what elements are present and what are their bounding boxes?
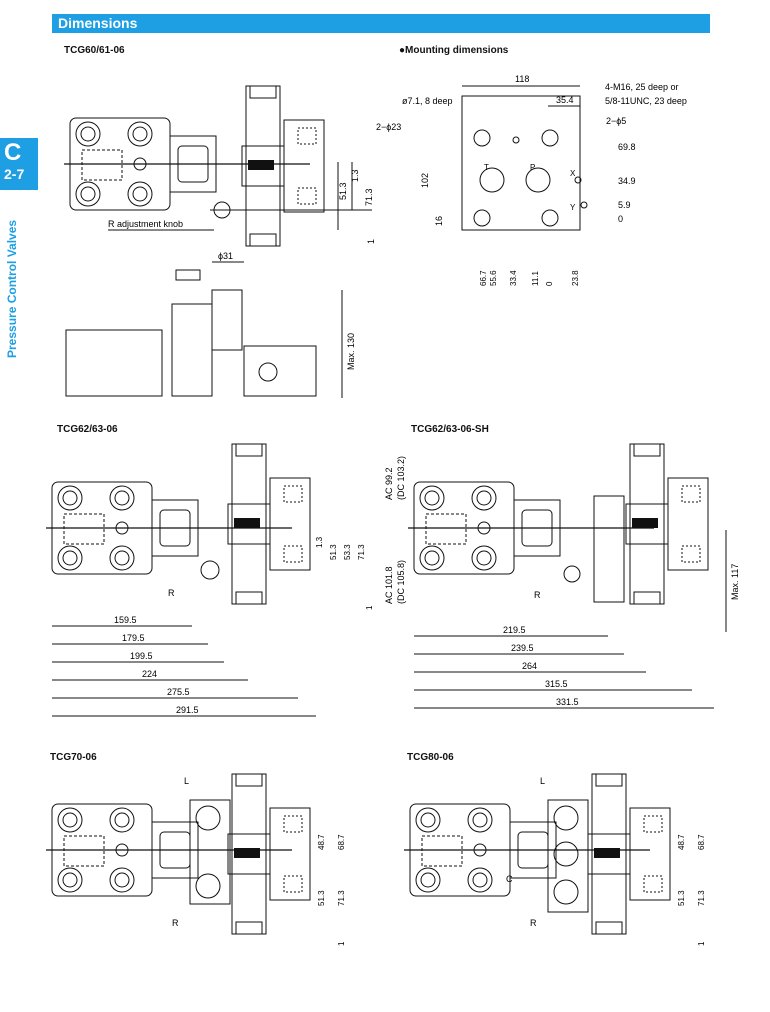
- tcg60-dim-3: 71.3: [364, 188, 374, 206]
- diagram-tcg80: L C R 48.7 68.7 51.3 71.3 1: [403, 773, 706, 946]
- section-header: Dimensions: [52, 14, 710, 33]
- mnt-hole23: 2−ϕ23: [376, 122, 401, 132]
- title-tcg60: TCG60/61-06: [64, 45, 125, 56]
- width-dim-label: 315.5: [545, 679, 568, 689]
- mnt-x0: 0: [545, 281, 554, 286]
- mnt-port-y: Y: [570, 203, 576, 212]
- tcg62-d4: 71.3: [357, 544, 366, 560]
- mnt-h16: 16: [434, 216, 444, 226]
- tcg70-d3: 51.3: [317, 890, 326, 906]
- mnt-y0: 0: [618, 214, 623, 224]
- title-tcg62: TCG62/63-06: [57, 424, 118, 435]
- mnt-bolt1: 4-M16, 25 deep or: [605, 82, 679, 92]
- width-dim-label: 239.5: [511, 643, 534, 653]
- diagram-tcg62: R AC 99.2 (DC 103.2) AC 101.8 (DC 105.8)…: [45, 443, 406, 717]
- tcg70-d4: 71.3: [337, 890, 346, 906]
- mnt-x667: 66.7: [479, 270, 488, 286]
- tcg80-d3: 51.3: [677, 890, 686, 906]
- mnt-w118: 118: [515, 74, 529, 84]
- diagram-mounting: 118 35.4 4-M16, 25 deep or 5/8-11UNC, 23…: [376, 74, 687, 286]
- tcg60-dim-4: 1: [366, 239, 376, 244]
- tcg60-phi: ϕ31: [218, 251, 233, 261]
- tcg80-d2: 68.7: [697, 834, 706, 850]
- mnt-y59: 5.9: [618, 200, 631, 210]
- tcg62-d5: 1: [365, 605, 374, 610]
- title-tcg62sh: TCG62/63-06-SH: [411, 424, 489, 435]
- width-dim-label: 179.5: [122, 633, 145, 643]
- mnt-h102: 102: [420, 173, 430, 188]
- tcg62sh-max: Max. 117: [730, 564, 740, 600]
- mnt-y698: 69.8: [618, 142, 636, 152]
- mnt-d354: 35.4: [556, 95, 574, 105]
- diagram-tcg60: R adjustment knob 1.3 51.3 71.3 1 ϕ31 Ma…: [63, 85, 376, 398]
- diagram-tcg62sh: R Max. 117 219.5 239.5 264 315.5 331.5: [407, 443, 740, 709]
- tcg62-dc2: (DC 105.8): [396, 560, 406, 604]
- tcg62-d3: 53.3: [343, 544, 352, 560]
- chapter-number: 2-7: [4, 166, 25, 182]
- header-title: Dimensions: [58, 15, 138, 31]
- tcg60-knob-label: R adjustment knob: [108, 219, 183, 229]
- tcg70-r: R: [172, 918, 179, 928]
- mnt-port-p: P: [530, 163, 535, 172]
- mnt-pin: ø7.1, 8 deep: [402, 96, 453, 106]
- tcg62sh-r: R: [534, 590, 541, 600]
- tcg80-r: R: [530, 918, 537, 928]
- tcg62-dc1: (DC 103.2): [396, 456, 406, 500]
- width-dim-label: 331.5: [556, 697, 579, 707]
- tcg80-c: C: [506, 874, 513, 884]
- tcg80-d1: 48.7: [677, 834, 686, 850]
- width-dim-label: 275.5: [167, 687, 190, 697]
- tcg62-d2: 51.3: [329, 544, 338, 560]
- width-dim-label: 264: [522, 661, 537, 671]
- tcg60-dim-1: 1.3: [350, 169, 360, 182]
- title-tcg80: TCG80-06: [407, 752, 454, 763]
- title-mounting: ●Mounting dimensions: [399, 45, 509, 56]
- tcg62-r: R: [168, 588, 175, 598]
- tcg62-ac1: AC 99.2: [384, 467, 394, 500]
- mnt-x334: 33.4: [509, 270, 518, 286]
- width-dim-label: 199.5: [130, 651, 153, 661]
- tcg70-l: L: [184, 776, 189, 786]
- width-dim-label: 224: [142, 669, 157, 679]
- width-dim-label: 159.5: [114, 615, 137, 625]
- tcg70-d2: 68.7: [337, 834, 346, 850]
- mnt-port-x: X: [570, 169, 576, 178]
- mnt-port-t: T: [484, 163, 489, 172]
- mnt-hole5: 2−ϕ5: [606, 116, 626, 126]
- tcg80-l: L: [540, 776, 545, 786]
- tcg70-d5: 1: [337, 941, 346, 946]
- tcg70-d1: 48.7: [317, 834, 326, 850]
- width-dim-label: 291.5: [176, 705, 199, 715]
- diagram-tcg70: L R 48.7 68.7 51.3 71.3 1: [45, 773, 346, 946]
- title-tcg70: TCG70-06: [50, 752, 97, 763]
- tcg80-d4: 71.3: [697, 890, 706, 906]
- tcg60-max: Max. 130: [346, 333, 356, 370]
- mnt-x238: 23.8: [571, 270, 580, 286]
- mnt-x556: 55.6: [489, 270, 498, 286]
- tcg80-d5: 1: [697, 941, 706, 946]
- mnt-x111: 11.1: [531, 270, 540, 286]
- tcg62-d1: 1.3: [315, 536, 324, 548]
- chapter-tab: C 2-7: [0, 138, 38, 190]
- tcg62-ac2: AC 101.8: [384, 566, 394, 604]
- mnt-bolt2: 5/8-11UNC, 23 deep: [605, 96, 687, 106]
- mnt-y349: 34.9: [618, 176, 636, 186]
- chapter-letter: C: [4, 139, 22, 166]
- tcg60-dim-2: 51.3: [338, 182, 348, 200]
- width-dim-label: 219.5: [503, 625, 526, 635]
